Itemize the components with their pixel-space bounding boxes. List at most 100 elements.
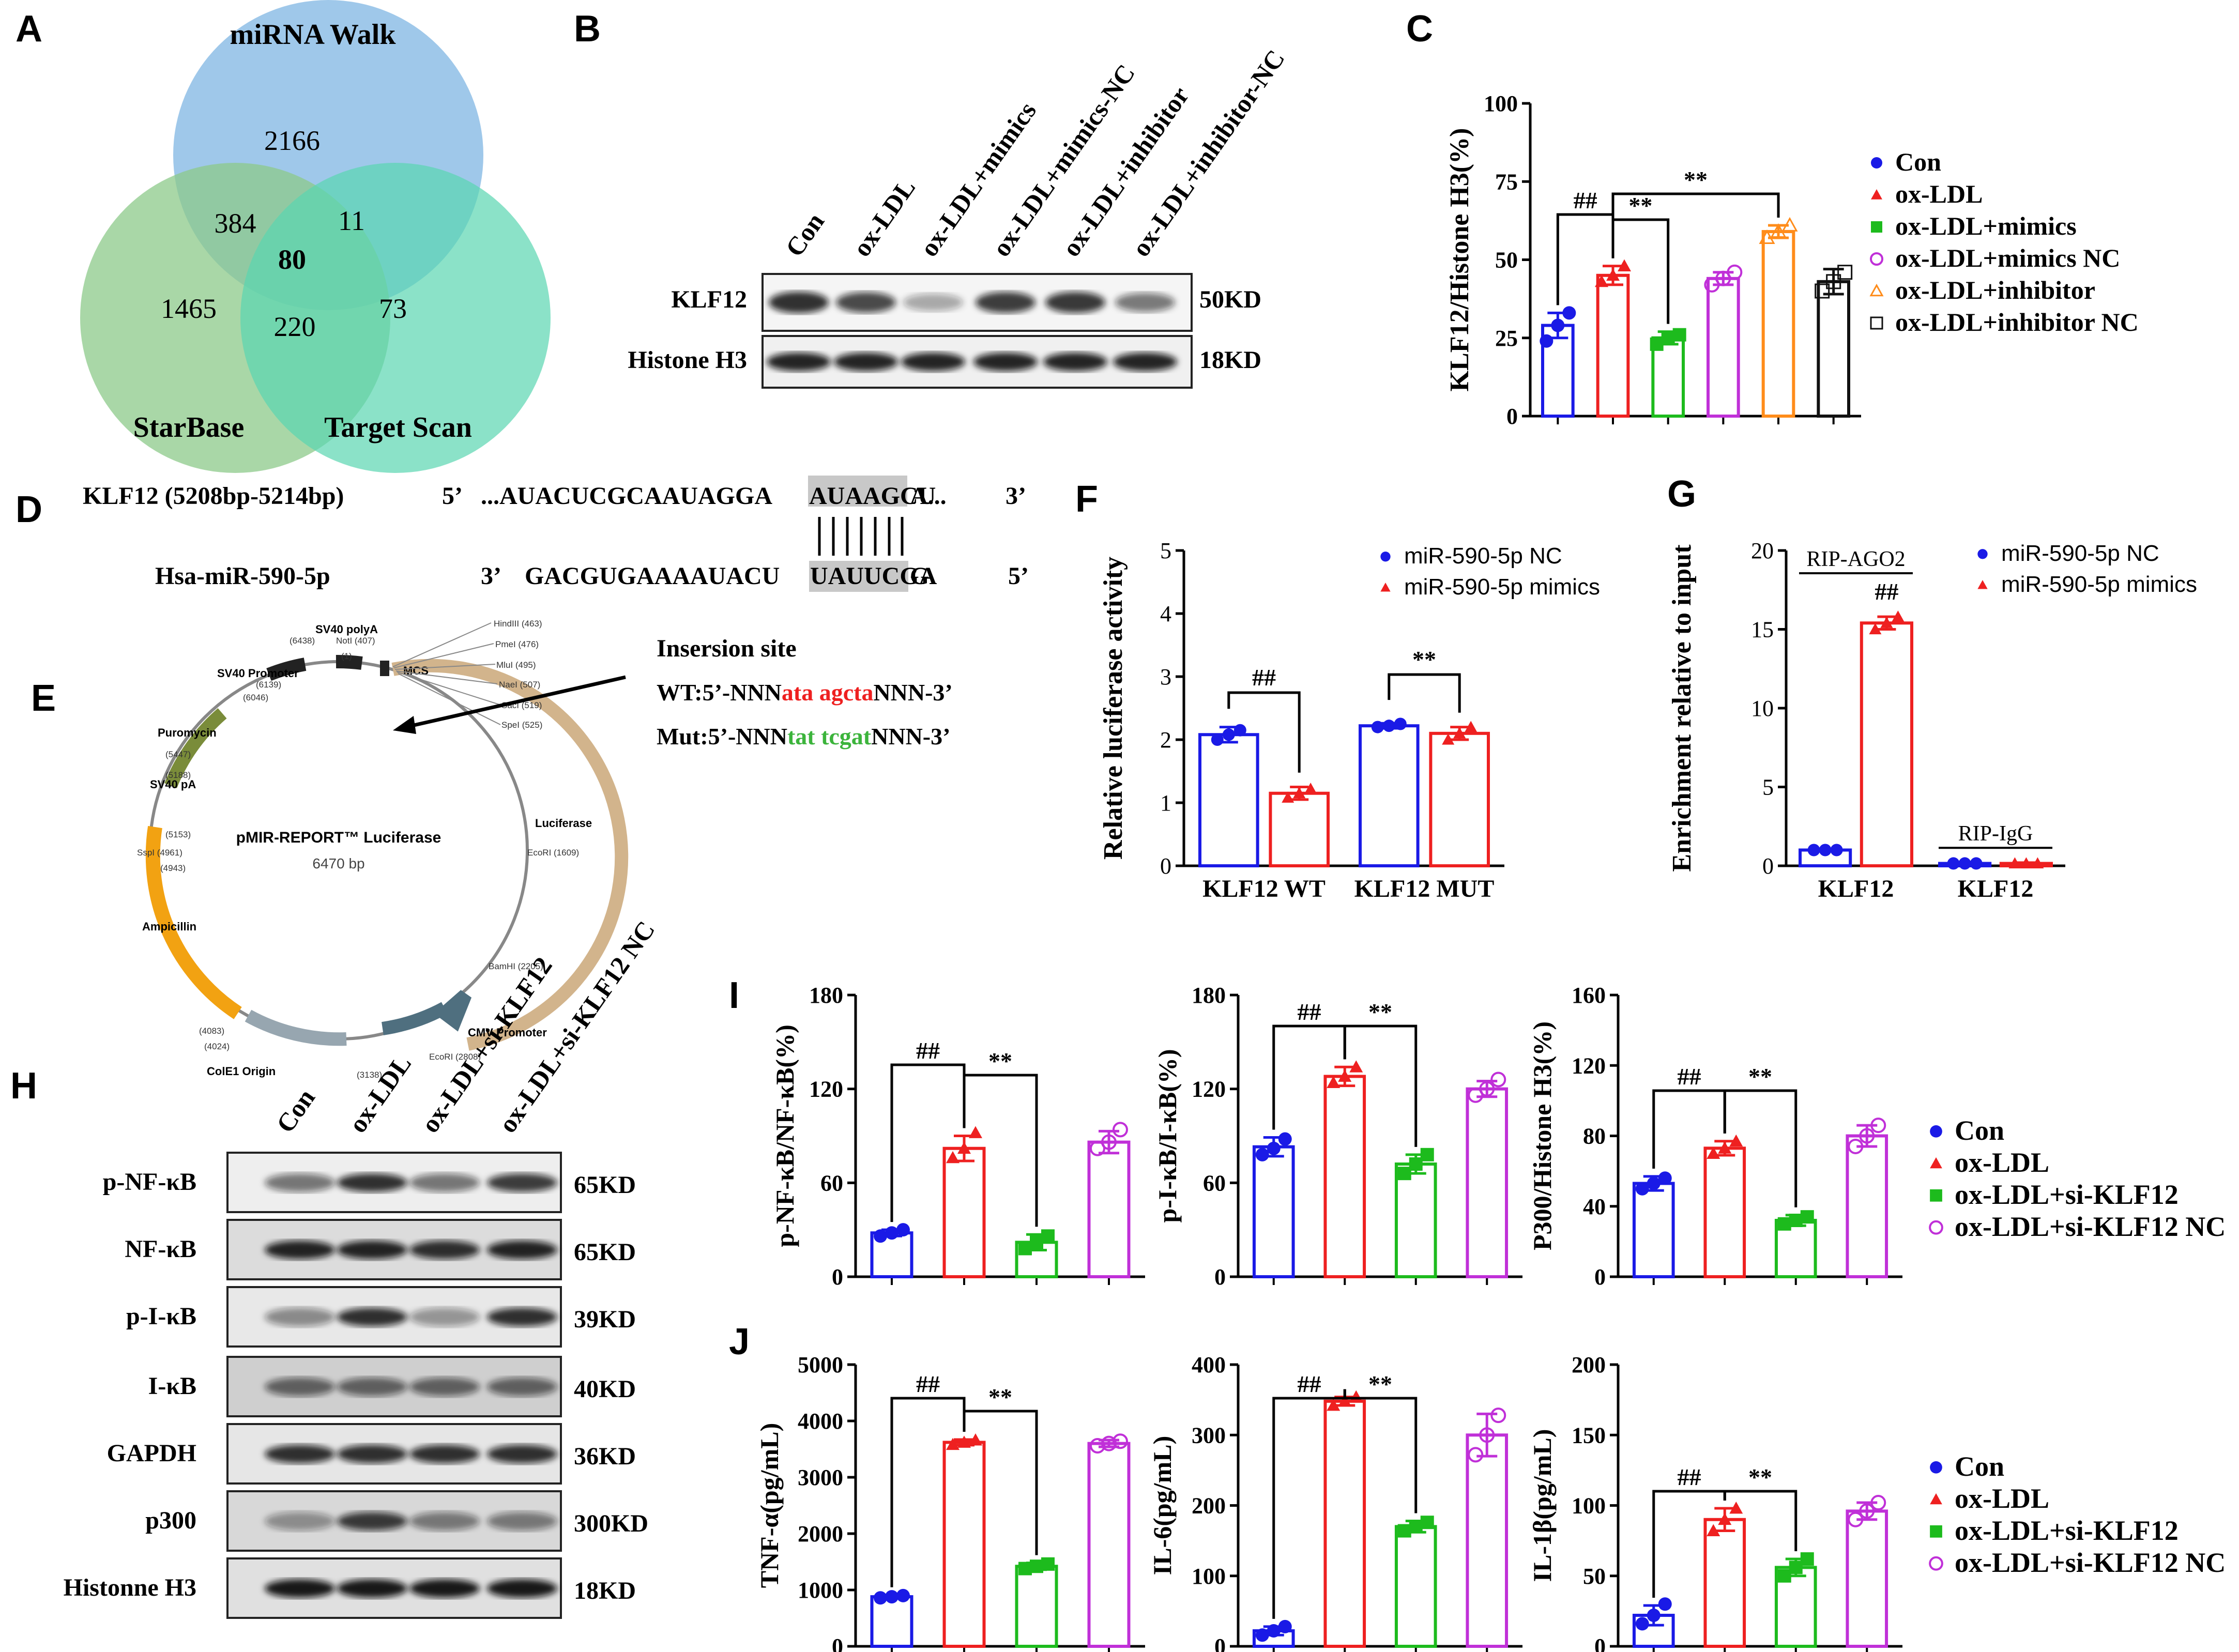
seq-klf12-pre: ...AUACUCGCAAUAGGA (481, 482, 772, 510)
blot-h-band (487, 1241, 557, 1259)
bar (1703, 1518, 1746, 1648)
data-point (1490, 1072, 1506, 1088)
data-point (1090, 1437, 1105, 1454)
plasmid-site-leaders (392, 622, 501, 725)
blot-h-size-label: 300KD (574, 1510, 648, 1537)
y-tick-label: 120 (1192, 1077, 1226, 1102)
legend-marker (1871, 189, 1882, 200)
site-ecori-1: EcoRI (1609) (527, 848, 579, 858)
y-tick-label: 400 (1192, 1352, 1226, 1378)
significance-bracket (890, 1397, 966, 1587)
panel-label-j: J (729, 1321, 750, 1363)
venn-count-abc: 80 (278, 244, 306, 275)
significance-bracket (1556, 213, 1614, 305)
site-6139: (6139) (256, 680, 281, 690)
bar (1860, 621, 1914, 868)
data-point (1661, 331, 1675, 345)
y-tick-label: 2000 (798, 1521, 843, 1547)
site-sspi: SspI (4961) (137, 848, 182, 858)
legend-label: miR-590-5p mimics (2001, 572, 2197, 597)
legend-label: ox-LDL+inhibitor NC (1895, 308, 2139, 336)
blot-h-band (487, 1173, 557, 1192)
significance-bracket (1343, 1389, 1418, 1513)
data-point (1727, 264, 1743, 280)
blot-h-band (265, 1378, 335, 1396)
significance-bracket (963, 1410, 1038, 1555)
blot-h-size-label: 36KD (574, 1443, 636, 1470)
blot-b-band-klf12 (769, 292, 829, 313)
data-point (1101, 1435, 1117, 1451)
seq-pairing-lines (818, 517, 904, 556)
plasmid-label-cmv: CMV Promoter (468, 1026, 547, 1039)
bar (1015, 1565, 1058, 1648)
bar (870, 1595, 913, 1648)
data-point (1394, 717, 1407, 730)
data-point (1826, 274, 1841, 289)
venn-count-b: 1465 (161, 293, 217, 324)
seq-mir-post: G (910, 562, 929, 590)
seq-klf12-site: AUAAGCU (809, 482, 936, 510)
data-point (1562, 306, 1576, 320)
panel-d: D KLF12 (5208bp-5214bp) 5’ ...AUACUCGCAA… (16, 476, 1029, 592)
data-point (1304, 783, 1317, 794)
blot-b-band-h3 (834, 353, 898, 371)
legend-marker (1930, 1189, 1942, 1202)
insertion-arrow (398, 675, 626, 731)
seq-mir-label: Hsa-miR-590-5p (155, 562, 330, 590)
significance-bracket (963, 1074, 1038, 1227)
data-point (969, 1433, 982, 1446)
data-point (1658, 1171, 1672, 1185)
panel-e: E pMIR-REPORT™ Luciferase 6470 bp SV40 p… (31, 619, 953, 1080)
y-tick-label: 80 (1583, 1124, 1606, 1149)
bar (1817, 280, 1850, 418)
data-point (1777, 1569, 1791, 1583)
data-point (1718, 1141, 1732, 1154)
data-point (1479, 1427, 1495, 1443)
bar (1394, 1162, 1437, 1278)
blot-h-band (265, 1445, 335, 1463)
bar (1707, 277, 1740, 418)
plasmid-sv40promoter (266, 657, 307, 681)
y-tick-label: 5 (1160, 538, 1171, 563)
group-title: RIP-AGO2 (1806, 547, 1905, 571)
panel-label-b: B (574, 8, 601, 50)
legend-label: miR-590-5p NC (1404, 543, 1562, 569)
plasmid-name: pMIR-REPORT™ Luciferase (236, 829, 441, 846)
significance-bracket (1388, 673, 1461, 713)
significance-bracket (1227, 691, 1301, 773)
data-point (1420, 1516, 1434, 1529)
plasmid-sv40polya (336, 655, 363, 670)
data-point (1278, 1619, 1292, 1633)
site-5153: (5153) (165, 830, 191, 839)
data-point (1465, 721, 1478, 732)
y-tick-label: 4000 (798, 1409, 843, 1434)
data-point (1327, 1076, 1341, 1088)
bar (942, 1146, 986, 1278)
y-tick-label: 60 (820, 1170, 843, 1196)
legend-label: miR-590-5p NC (2001, 541, 2159, 566)
blot-b-size-klf12: 50KD (1199, 286, 1261, 313)
data-point (1397, 1524, 1411, 1538)
data-point (2008, 857, 2021, 869)
data-point (1870, 1495, 1886, 1511)
y-tick-label: 0 (832, 1634, 843, 1652)
blot-b-band-klf12 (1045, 292, 1105, 313)
y-tick-label: 300 (1192, 1422, 1226, 1448)
data-point (969, 1126, 982, 1138)
blot-h-band (487, 1445, 557, 1463)
panel-label-d: D (16, 489, 42, 530)
y-tick-label: 120 (809, 1077, 843, 1102)
blot-h-band (487, 1378, 557, 1396)
blot-h-band (337, 1241, 407, 1259)
significance-bracket (1723, 1089, 1798, 1207)
plasmid-size: 6470 bp (312, 855, 364, 871)
legend-label: ox-LDL (1955, 1483, 2049, 1514)
legend-label: miR-590-5p mimics (1404, 574, 1600, 600)
insertion-mut: Mut:5’-NNNtat tcgatNNN-3’ (657, 723, 950, 749)
group-label: KLF12 (1818, 875, 1894, 903)
data-point (1397, 1167, 1411, 1181)
data-point (1349, 1060, 1363, 1073)
legend-label: ox-LDL (1895, 179, 1983, 208)
